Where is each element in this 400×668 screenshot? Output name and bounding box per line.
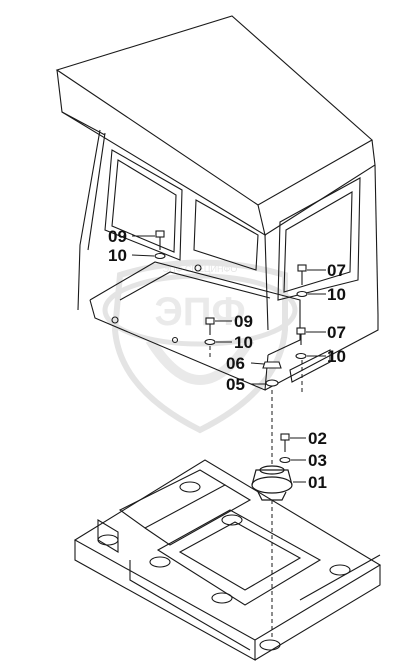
callout-09-middle: 09 bbox=[234, 312, 253, 331]
cab-body bbox=[55, 15, 379, 391]
callout-02: 02 bbox=[308, 429, 327, 448]
callout-09-upper: 09 bbox=[108, 227, 127, 246]
callout-10-upper: 10 bbox=[108, 246, 127, 265]
callout-labels: 09 10 07 10 09 10 07 10 06 05 02 03 01 bbox=[108, 227, 346, 492]
callout-07-lower: 07 bbox=[327, 323, 346, 342]
alignment-lines bbox=[209, 346, 303, 640]
watermark-logo-text: ЭПФ bbox=[154, 290, 245, 334]
fasteners bbox=[154, 230, 308, 464]
base-frame bbox=[73, 459, 382, 661]
callout-06: 06 bbox=[226, 354, 245, 373]
leader-lines bbox=[131, 235, 326, 483]
callout-10-middle: 10 bbox=[234, 333, 253, 352]
watermark-logo: ЭПФ ЭПФ СПЕЦИНФО bbox=[102, 259, 298, 434]
callout-01: 01 bbox=[308, 473, 327, 492]
watermark-top-text: ЭПФ СПЕЦИНФО bbox=[163, 264, 238, 274]
callout-07-upper: 07 bbox=[327, 261, 346, 280]
callout-10-lower-right: 10 bbox=[327, 347, 346, 366]
callout-05: 05 bbox=[226, 375, 245, 394]
callout-03: 03 bbox=[308, 451, 327, 470]
callout-10-upper-right: 10 bbox=[327, 285, 346, 304]
cab-mount bbox=[251, 465, 293, 501]
